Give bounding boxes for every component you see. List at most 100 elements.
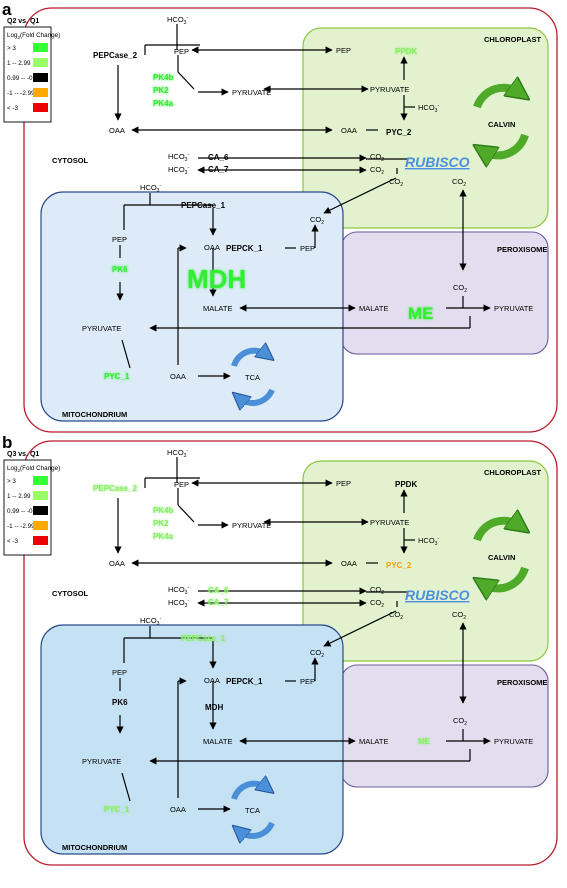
enzyme-mdh: MDH <box>205 703 223 712</box>
legend-label: -1 -- -2.99 <box>7 523 35 530</box>
metabolite-co2: CO2 <box>370 585 384 596</box>
metabolite-pyruvate: PYRUVATE <box>494 737 533 746</box>
mitochondrium-compartment <box>40 624 344 855</box>
comparison-title: Q2 vs. Q1 <box>7 18 39 25</box>
legend-swatch <box>33 491 48 500</box>
enzyme-pyc-1: PYC_1 <box>104 372 130 381</box>
legend-swatch <box>33 506 48 515</box>
legend-label: > 3 <box>7 45 16 52</box>
metabolite-hco3: HCO3- <box>168 585 189 596</box>
peroxisome-label: PEROXISOME <box>497 245 547 254</box>
metabolite-hco3: HCO3- <box>140 183 161 194</box>
legend-swatch <box>33 476 48 485</box>
metabolite-co2: CO2 <box>453 716 467 727</box>
metabolite-co2: CO2 <box>389 177 403 188</box>
panel-a: a Q2 vs. Q1 Log2(Fold Change) > 31 -- 2.… <box>2 0 558 433</box>
metabolite-pyruvate: PYRUVATE <box>232 521 271 530</box>
metabolite-hco3: HCO3- <box>167 15 188 26</box>
legend-label: 1 -- 2.99 <box>7 493 31 500</box>
enzyme-ca-7: CA_7 <box>208 598 229 607</box>
legend-label: -1 -- -2.99 <box>7 90 35 97</box>
metabolites: HCO3- PEP PEP OAA OAA PYRUVATE PYRUVATE … <box>82 15 533 381</box>
metabolite-pyruvate: PYRUVATE <box>232 88 271 97</box>
metabolite-oaa: OAA <box>170 372 186 381</box>
metabolite-hco3: HCO3- <box>418 103 439 114</box>
panel-letter: b <box>2 433 12 452</box>
metabolite-oaa: OAA <box>341 559 357 568</box>
legend-label: < -3 <box>7 538 19 545</box>
enzymes: PEPCase_2 PK4b PK2 PK4a PPDK PYC_2 CA_6 … <box>93 47 470 381</box>
enzyme-rubisco: RUBISCO <box>405 154 470 170</box>
metabolite-oaa: OAA <box>109 559 125 568</box>
metabolite-malate: MALATE <box>359 304 388 313</box>
metabolite-oaa: OAA <box>109 126 125 135</box>
calvin-label: CALVIN <box>488 120 515 129</box>
metabolite-malate: MALATE <box>203 304 232 313</box>
metabolite-co2: CO2 <box>310 215 324 226</box>
legend-swatch <box>33 58 48 67</box>
metabolite-pep: PEP <box>112 235 127 244</box>
reaction-arrows <box>114 457 491 813</box>
enzyme-mdh: MDH <box>187 264 246 294</box>
metabolite-malate: MALATE <box>359 737 388 746</box>
metabolite-pep: PEP <box>300 677 315 686</box>
metabolite-hco3: HCO3- <box>168 165 189 176</box>
mitochondrium-label: MITOCHONDRIUM <box>62 410 127 419</box>
legend-title: Log2(Fold Change) <box>7 465 60 473</box>
metabolite-pep: PEP <box>174 480 189 489</box>
enzyme-pk4a: PK4a <box>153 99 174 108</box>
metabolite-co2: CO2 <box>370 598 384 609</box>
metabolite-oaa: OAA <box>341 126 357 135</box>
legend-swatch <box>33 88 48 97</box>
metabolite-hco3: HCO3- <box>168 152 189 163</box>
enzymes: PEPCase_2 PK4b PK2 PK4a PPDK PYC_2 CA_6 … <box>93 480 470 814</box>
calvin-label: CALVIN <box>488 553 515 562</box>
enzyme-pk4b: PK4b <box>153 506 174 515</box>
enzyme-ca-6: CA_6 <box>208 586 229 595</box>
legend-label: 0.99 -- -0.99 <box>7 75 42 82</box>
calvin-cycle-icon: CALVIN <box>477 88 525 156</box>
metabolite-pep: PEP <box>336 46 351 55</box>
tca-cycle-icon: TCA <box>231 351 272 403</box>
cytosol-label: CYTOSOL <box>52 156 89 165</box>
metabolite-co2: CO2 <box>389 610 403 621</box>
enzyme-ppdk: PPDK <box>395 480 417 489</box>
enzyme-pyc-2: PYC_2 <box>386 128 412 137</box>
legend-swatch <box>33 536 48 545</box>
enzyme-ca-6: CA_6 <box>208 153 229 162</box>
metabolite-pep: PEP <box>112 668 127 677</box>
enzyme-ppdk: PPDK <box>395 47 417 56</box>
cytosol-label: CYTOSOL <box>52 589 89 598</box>
legend-label: 1 -- 2.99 <box>7 60 31 67</box>
enzyme-me: ME <box>408 304 434 323</box>
metabolite-co2: CO2 <box>370 152 384 163</box>
metabolite-co2: CO2 <box>370 165 384 176</box>
legend-swatch <box>33 103 48 112</box>
mitochondrium-label: MITOCHONDRIUM <box>62 843 127 852</box>
legend-label: 0.99 -- -0.99 <box>7 508 42 515</box>
metabolite-pyruvate: PYRUVATE <box>370 518 409 527</box>
enzyme-pk4b: PK4b <box>153 73 174 82</box>
comparison-title: Q3 vs. Q1 <box>7 451 39 458</box>
tca-cycle-icon: TCA <box>231 784 272 836</box>
legend-label: > 3 <box>7 478 16 485</box>
enzyme-pk4a: PK4a <box>153 532 174 541</box>
enzyme-ca-7: CA_7 <box>208 165 229 174</box>
legend-swatch <box>33 73 48 82</box>
peroxisome-label: PEROXISOME <box>497 678 547 687</box>
enzyme-me: ME <box>418 737 431 746</box>
chloroplast-label: CHLOROPLAST <box>484 35 542 44</box>
metabolite-pyruvate: PYRUVATE <box>494 304 533 313</box>
metabolite-co2: CO2 <box>310 648 324 659</box>
enzyme-pk6: PK6 <box>112 698 128 707</box>
metabolite-hco3: HCO3- <box>168 598 189 609</box>
metabolite-pep: PEP <box>336 479 351 488</box>
enzyme-pepcase-1: PEPCase_1 <box>181 201 226 210</box>
chloroplast-label: CHLOROPLAST <box>484 468 542 477</box>
enzyme-pyc-2: PYC_2 <box>386 561 412 570</box>
metabolite-oaa: OAA <box>204 676 220 685</box>
enzyme-pk2: PK2 <box>153 519 169 528</box>
legend-swatch <box>33 43 48 52</box>
enzyme-pepck-1: PEPCK_1 <box>226 677 263 686</box>
panel-letter: a <box>2 0 12 19</box>
